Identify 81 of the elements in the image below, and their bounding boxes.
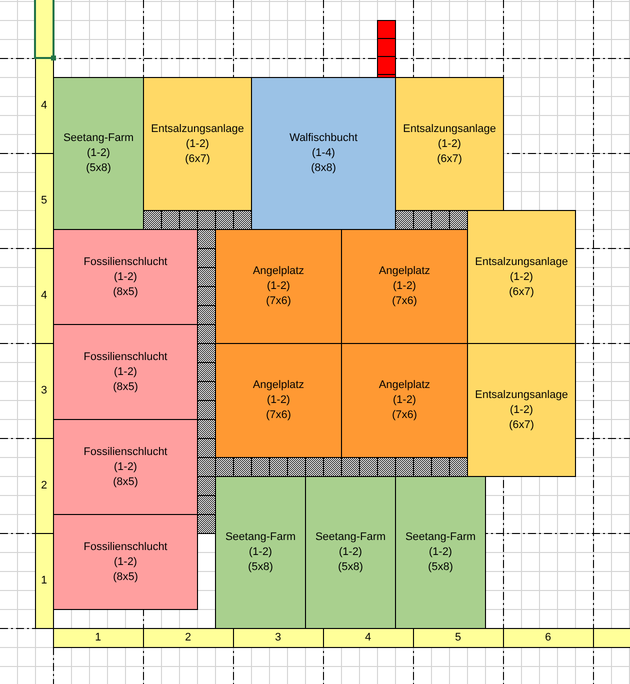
zone-size: (6x7) bbox=[508, 418, 534, 432]
row-number: 3 bbox=[40, 384, 48, 397]
zone-tile bbox=[53, 419, 198, 515]
zone-size: (7x6) bbox=[392, 408, 418, 423]
zone-name: Angelplatz bbox=[378, 264, 430, 279]
zone-tile bbox=[395, 476, 486, 629]
zone-size: (6x7) bbox=[436, 152, 462, 166]
zone-name: Fossilienschlucht bbox=[84, 350, 168, 364]
row-number: 4 bbox=[40, 289, 48, 302]
zone-size: (5x8) bbox=[338, 560, 364, 575]
level-range: (1-2) bbox=[114, 364, 138, 380]
level-range: (1-2) bbox=[266, 393, 290, 408]
level-range: (1-2) bbox=[186, 136, 210, 152]
column-number: 4 bbox=[364, 632, 372, 644]
zone-name: Fossilienschlucht bbox=[84, 444, 168, 460]
column-number: 5 bbox=[454, 632, 462, 644]
zone-size: (5x8) bbox=[248, 560, 274, 575]
zone-size: (8x8) bbox=[310, 161, 336, 176]
zone-size: (8x5) bbox=[112, 570, 138, 584]
level-range: (1-2) bbox=[114, 460, 138, 474]
zone-name: Entsalzungsanlage bbox=[403, 122, 496, 136]
level-range: (1-2) bbox=[438, 136, 462, 152]
level-range: (1-2) bbox=[248, 545, 272, 560]
column-number: 3 bbox=[274, 632, 282, 644]
zone-name: Seetang-Farm bbox=[405, 530, 476, 545]
level-range: (1-2) bbox=[86, 146, 110, 161]
zone-name: Seetang-Farm bbox=[63, 131, 134, 146]
column-number: 6 bbox=[544, 632, 552, 644]
zone-tile bbox=[143, 77, 252, 211]
zone-tile bbox=[53, 324, 198, 420]
zone-size: (5x8) bbox=[86, 161, 112, 176]
tower-tile bbox=[377, 20, 396, 78]
zone-tile bbox=[251, 77, 396, 230]
zone-tile bbox=[341, 229, 468, 344]
zone-tile bbox=[215, 229, 342, 344]
level-range: (1-2) bbox=[266, 279, 290, 294]
zone-size: (8x5) bbox=[112, 380, 138, 394]
level-range: (1-2) bbox=[510, 270, 534, 284]
zone-name: Angelplatz bbox=[378, 378, 430, 393]
level-range: (1-2) bbox=[338, 545, 362, 560]
zone-tile bbox=[53, 514, 198, 610]
row-number: 5 bbox=[40, 194, 48, 207]
level-range: (1-2) bbox=[392, 393, 416, 408]
zone-size: (5x8) bbox=[428, 560, 454, 575]
zone-name: Fossilienschlucht bbox=[84, 540, 168, 554]
zone-tile bbox=[215, 476, 306, 629]
zone-name: Seetang-Farm bbox=[225, 530, 296, 545]
row-number: 1 bbox=[40, 574, 48, 587]
zone-tile bbox=[305, 476, 396, 629]
zone-size: (8x5) bbox=[112, 474, 138, 490]
zone-tile bbox=[53, 229, 198, 325]
row-number: 2 bbox=[40, 479, 48, 492]
zone-name: Entsalzungsanlage bbox=[151, 122, 244, 136]
zone-size: (6x7) bbox=[508, 284, 534, 300]
zone-name: Walfischbucht bbox=[289, 131, 358, 146]
level-range: (1-2) bbox=[114, 554, 138, 570]
zone-size: (7x6) bbox=[392, 294, 418, 309]
zone-tile bbox=[215, 343, 342, 458]
zone-size: (7x6) bbox=[266, 408, 292, 423]
zone-tile bbox=[53, 77, 144, 230]
zone-name: Fossilienschlucht bbox=[84, 254, 168, 270]
zone-name: Angelplatz bbox=[252, 264, 304, 279]
level-range: (1-2) bbox=[428, 545, 452, 560]
zone-name: Angelplatz bbox=[252, 378, 304, 393]
zone-size: (6x7) bbox=[184, 152, 210, 166]
zone-tile bbox=[467, 210, 576, 344]
level-range: (1-2) bbox=[392, 279, 416, 294]
zone-name: Seetang-Farm bbox=[315, 530, 386, 545]
zone-size: (8x5) bbox=[112, 284, 138, 300]
row-number: 4 bbox=[40, 99, 48, 112]
zone-size: (7x6) bbox=[266, 294, 292, 309]
zone-tile bbox=[341, 343, 468, 458]
column-number: 2 bbox=[184, 632, 192, 644]
level-range: (1-2) bbox=[510, 402, 534, 418]
column-number: 1 bbox=[94, 632, 102, 644]
zone-name: Entsalzungsanlage bbox=[475, 254, 568, 270]
zone-tile bbox=[395, 77, 504, 211]
zone-name: Entsalzungsanlage bbox=[475, 388, 568, 402]
level-range: (1-4) bbox=[312, 146, 336, 161]
level-range: (1-2) bbox=[114, 270, 138, 284]
zone-tile bbox=[467, 343, 576, 477]
